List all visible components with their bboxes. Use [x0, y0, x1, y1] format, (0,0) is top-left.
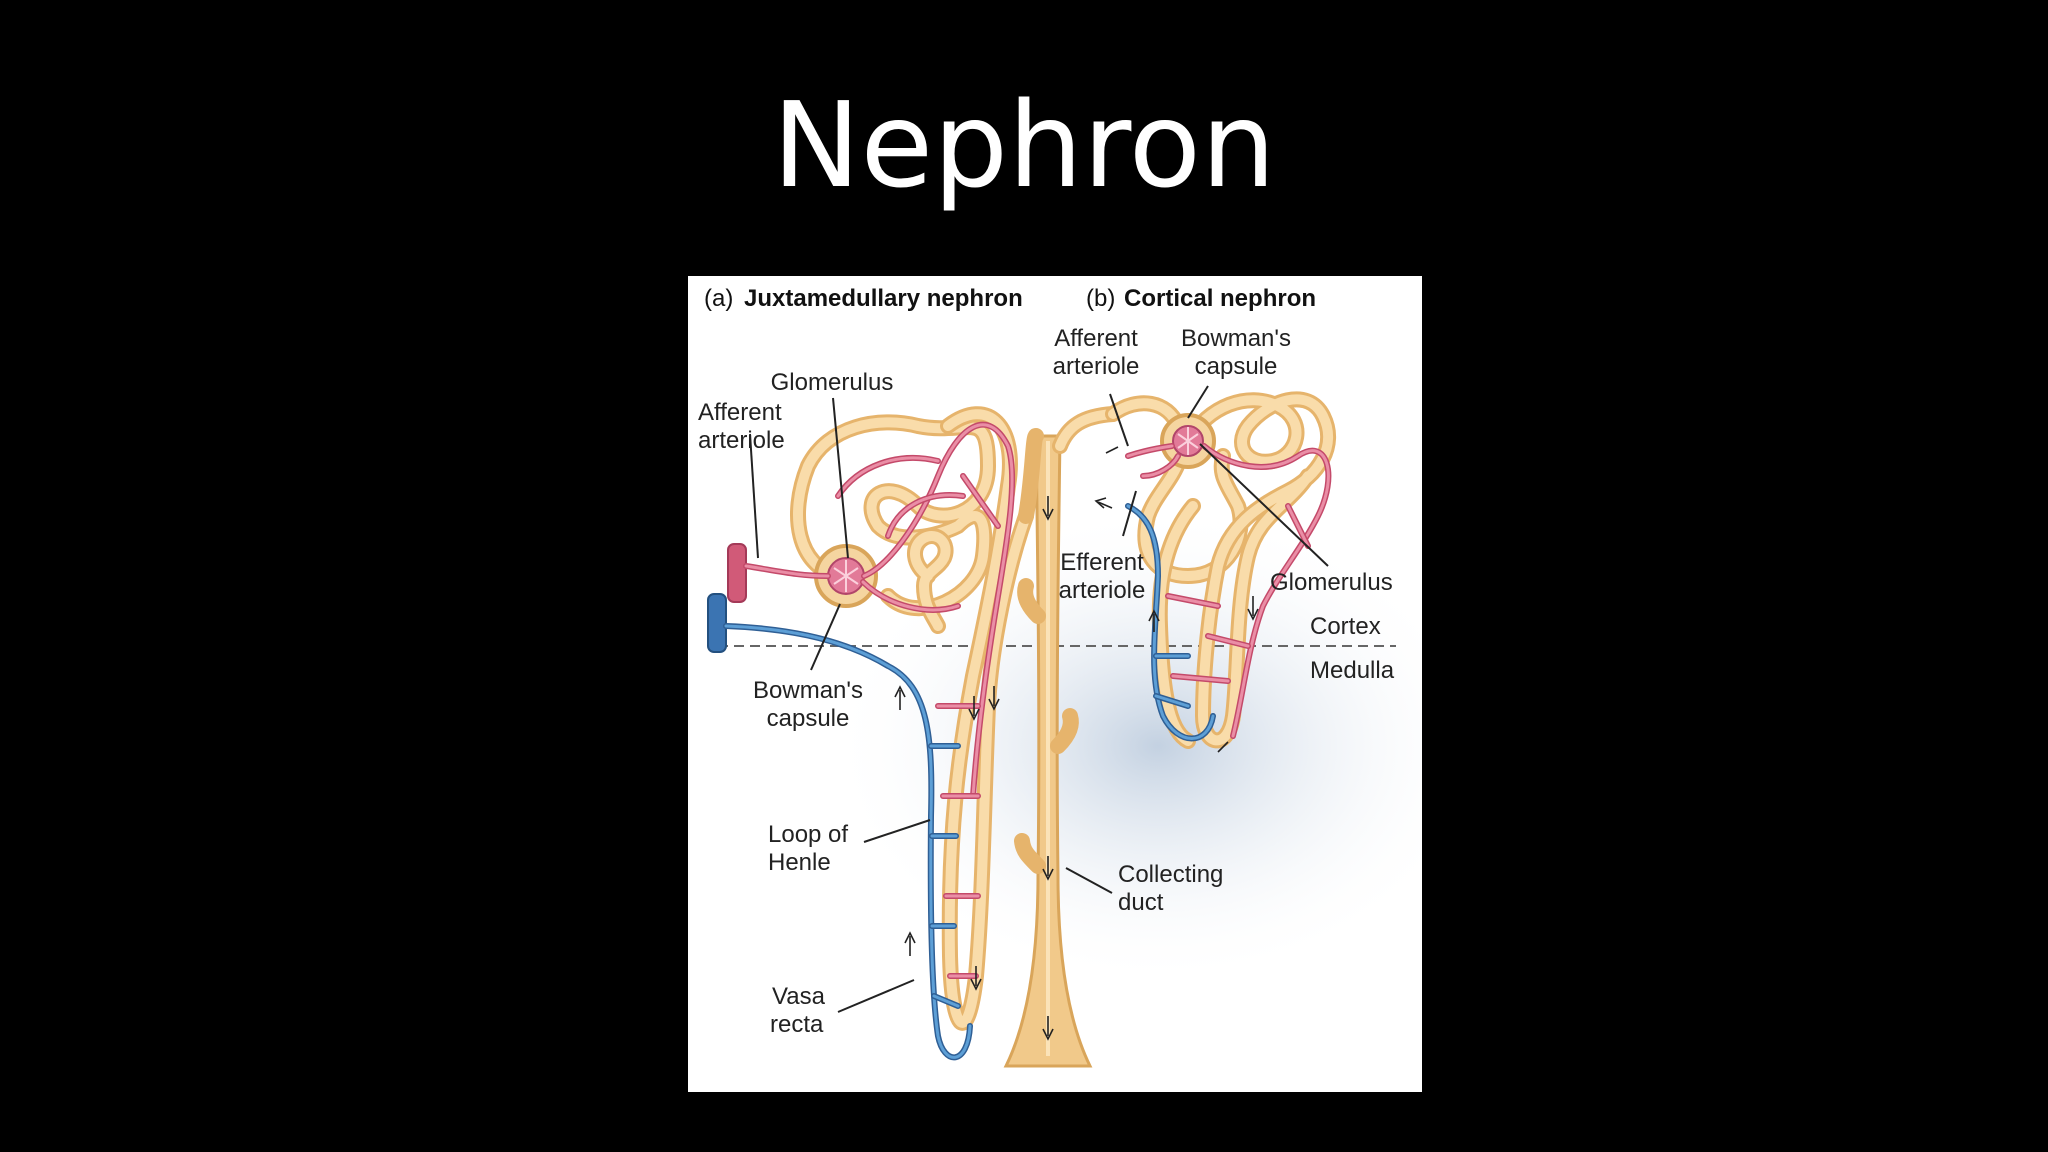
label-afferent-arteriole-b-line2: arteriole [1053, 353, 1140, 380]
label-efferent-arteriole-line2: arteriole [1059, 577, 1146, 604]
panel-a-letter: (a) [704, 285, 733, 312]
label-collecting-duct-line2: duct [1118, 889, 1164, 916]
label-vasa-recta-line2: recta [770, 1011, 824, 1038]
nephron-diagram-svg: (a) Juxtamedullary nephron (b) Cortical … [698, 285, 1422, 1068]
label-loop-of-henle-line1: Loop of [768, 821, 848, 848]
slide-title: Nephron [772, 76, 1276, 214]
juxtamedullary-nephron [707, 406, 1044, 1061]
vein-stub [707, 593, 727, 653]
label-afferent-arteriole-a-line2: arteriole [698, 427, 785, 454]
label-afferent-arteriole-a-line1: Afferent [698, 399, 782, 426]
label-bowmans-capsule-b-line2: capsule [1195, 353, 1278, 380]
label-efferent-arteriole-line1: Efferent [1060, 549, 1144, 576]
label-loop-of-henle-line2: Henle [768, 849, 831, 876]
cortical-nephron [1094, 391, 1336, 753]
label-collecting-duct-line1: Collecting [1118, 861, 1223, 888]
label-vasa-recta-line1: Vasa [772, 983, 826, 1010]
label-glomerulus-a: Glomerulus [771, 369, 894, 396]
label-bowmans-capsule-a-line2: capsule [767, 705, 850, 732]
nephron-diagram: (a) Juxtamedullary nephron (b) Cortical … [688, 276, 1422, 1092]
collecting-duct [1003, 406, 1121, 1068]
leader-lines [749, 385, 1329, 1013]
label-medulla: Medulla [1310, 657, 1395, 684]
label-cortex: Cortex [1310, 613, 1381, 640]
panel-b-title: Cortical nephron [1124, 285, 1316, 312]
label-bowmans-capsule-a-line1: Bowman's [753, 677, 863, 704]
panel-b-letter: (b) [1086, 285, 1115, 312]
artery-stub [727, 543, 747, 603]
panel-a-title: Juxtamedullary nephron [744, 285, 1023, 312]
label-bowmans-capsule-b-line1: Bowman's [1181, 325, 1291, 352]
label-afferent-arteriole-b-line1: Afferent [1054, 325, 1138, 352]
label-glomerulus-b: Glomerulus [1270, 569, 1393, 596]
